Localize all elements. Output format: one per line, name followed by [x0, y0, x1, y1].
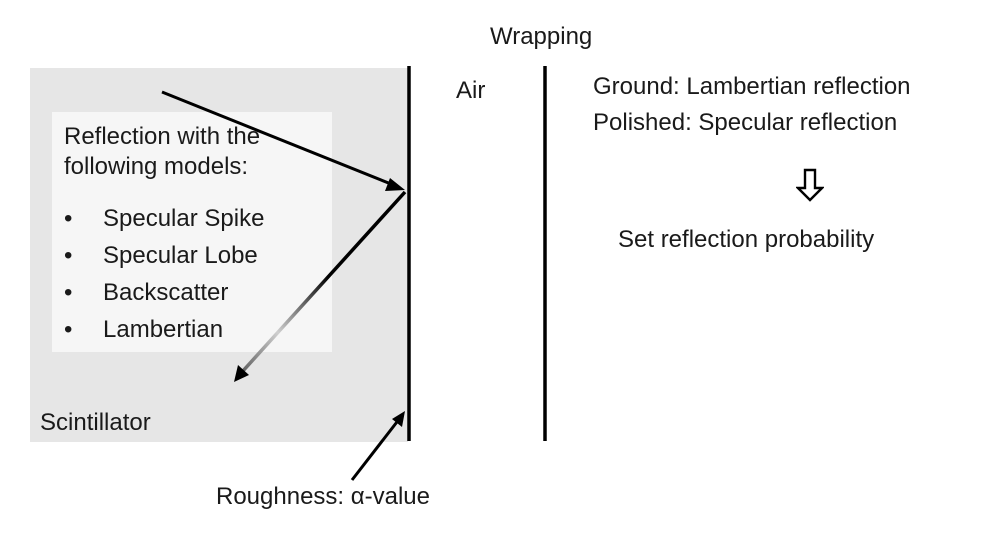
model-label: Specular Spike [103, 205, 265, 232]
wrapping-title: Wrapping [490, 23, 593, 50]
bullet-icon: • [64, 242, 73, 269]
model-item-specular-spike: • Specular Spike [64, 200, 264, 237]
air-label: Air [456, 77, 486, 104]
hollow-down-arrow-icon [796, 168, 824, 202]
model-item-lambertian: • Lambertian [64, 311, 264, 348]
models-list: • Specular Spike • Specular Lobe • Backscat… [64, 200, 264, 348]
bullet-icon: • [64, 279, 73, 306]
model-item-specular-lobe: • Specular Lobe [64, 237, 264, 274]
model-label: Backscatter [103, 279, 229, 306]
models-heading: Reflection with the following models: [64, 123, 261, 180]
roughness-label: Roughness: α-value [216, 483, 430, 510]
scintillator-label: Scintillator [40, 409, 151, 436]
polished-surface-text: Polished: Specular reflection [593, 109, 898, 136]
bullet-icon: • [64, 205, 73, 232]
result-text: Set reflection probability [618, 226, 875, 253]
bullet-icon: • [64, 316, 73, 343]
model-label: Lambertian [103, 316, 224, 343]
ground-surface-text: Ground: Lambertian reflection [593, 73, 911, 100]
model-item-backscatter: • Backscatter [64, 274, 264, 311]
model-label: Specular Lobe [103, 242, 258, 269]
